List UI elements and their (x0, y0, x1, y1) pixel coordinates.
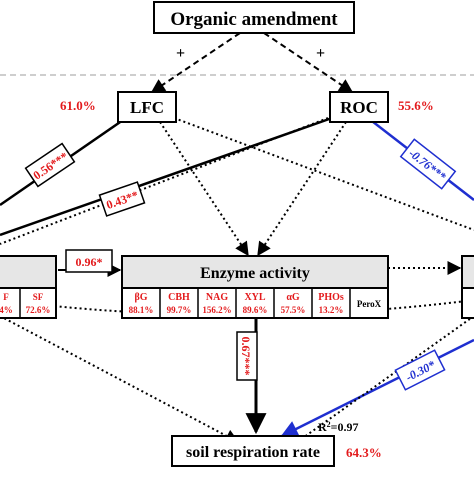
arrow-roc-to-left (0, 117, 329, 245)
node-soil-respiration: soil respiration rate (171, 435, 335, 467)
enzyme-cell-name: βG (134, 292, 147, 303)
enzyme-cell-pct: 156.2% (202, 305, 231, 315)
node-soil-label: soil respiration rate (186, 444, 320, 461)
left-cell-1-name: SF (33, 292, 44, 302)
plus-sign-left: + (176, 45, 185, 62)
node-roc-label: ROC (340, 98, 378, 117)
coef-right-to-soil: -0.30* (394, 349, 446, 391)
enzyme-cell-name: αG (286, 292, 300, 303)
enzyme-cell-name: PeroX (357, 299, 382, 309)
path-roc-to-left (0, 116, 333, 237)
node-enzyme-activity: Enzyme activity βG 88.1% CBH 99.7% NAG 156.2%… (121, 255, 389, 319)
coef-roc-right: -0.76*** (399, 138, 457, 190)
node-right-partial (461, 255, 474, 319)
enzyme-cell-pct: 13.2% (319, 305, 344, 315)
node-organic-amendment: Organic amendment (153, 1, 355, 34)
arrow-right-dotted-to-soil (299, 315, 474, 441)
enzyme-cell-pct: 99.7% (167, 305, 192, 315)
coef-roc-left: 0.43** (98, 181, 146, 217)
r-squared-label: R2=0.97 (318, 420, 359, 435)
enzyme-cell-pct: 89.6% (243, 305, 268, 315)
arrow-right-to-soil (280, 338, 474, 438)
arrow-left-to-soil (0, 315, 240, 443)
left-cell-0-pct: 4% (0, 305, 13, 315)
curve-left-to-right (0, 299, 474, 316)
arrow-lfc-to-right (173, 117, 474, 231)
enzyme-cell-name: XYL (244, 292, 265, 303)
arrow-organic-to-lfc (150, 32, 241, 93)
plus-sign-right: + (316, 45, 325, 62)
node-organic-label: Organic amendment (170, 9, 338, 30)
enzyme-cell-name: PHOs (318, 292, 344, 303)
node-enzyme-label: Enzyme activity (200, 265, 310, 282)
coef-enzyme-to-soil: 0.67*** (236, 331, 258, 381)
node-lfc-label: LFC (130, 98, 164, 117)
left-cell-1-pct: 72.6% (26, 305, 51, 315)
arrow-roc-to-enzyme (257, 121, 347, 257)
arrow-lfc-to-enzyme (159, 121, 249, 257)
enzyme-cell-name: CBH (168, 292, 190, 303)
enzyme-cell-pct: 57.5% (281, 305, 306, 315)
node-left-partial: F 4% SF 72.6% (0, 255, 57, 319)
percent-roc: 55.6% (398, 98, 434, 113)
coef-left-to-enzyme: 0.96* (65, 249, 113, 273)
enzyme-cells: βG 88.1% CBH 99.7% NAG 156.2% XYL 89.6% αG 57.5% P… (129, 288, 382, 318)
node-lfc: LFC (117, 91, 177, 123)
coef-enzyme-to-soil-text: 0.67*** (239, 337, 253, 376)
coef-left-to-enzyme-text: 0.96* (76, 255, 103, 269)
percent-lfc: 61.0% (60, 98, 96, 113)
percent-soil: 64.3% (346, 445, 382, 460)
enzyme-cell-pct: 88.1% (129, 305, 154, 315)
node-roc: ROC (329, 91, 389, 123)
coef-lfc-left: 0.56*** (24, 142, 76, 188)
arrow-organic-to-roc (263, 32, 354, 93)
enzyme-cell-name: NAG (206, 292, 228, 303)
left-cell-0-name: F (3, 292, 9, 302)
